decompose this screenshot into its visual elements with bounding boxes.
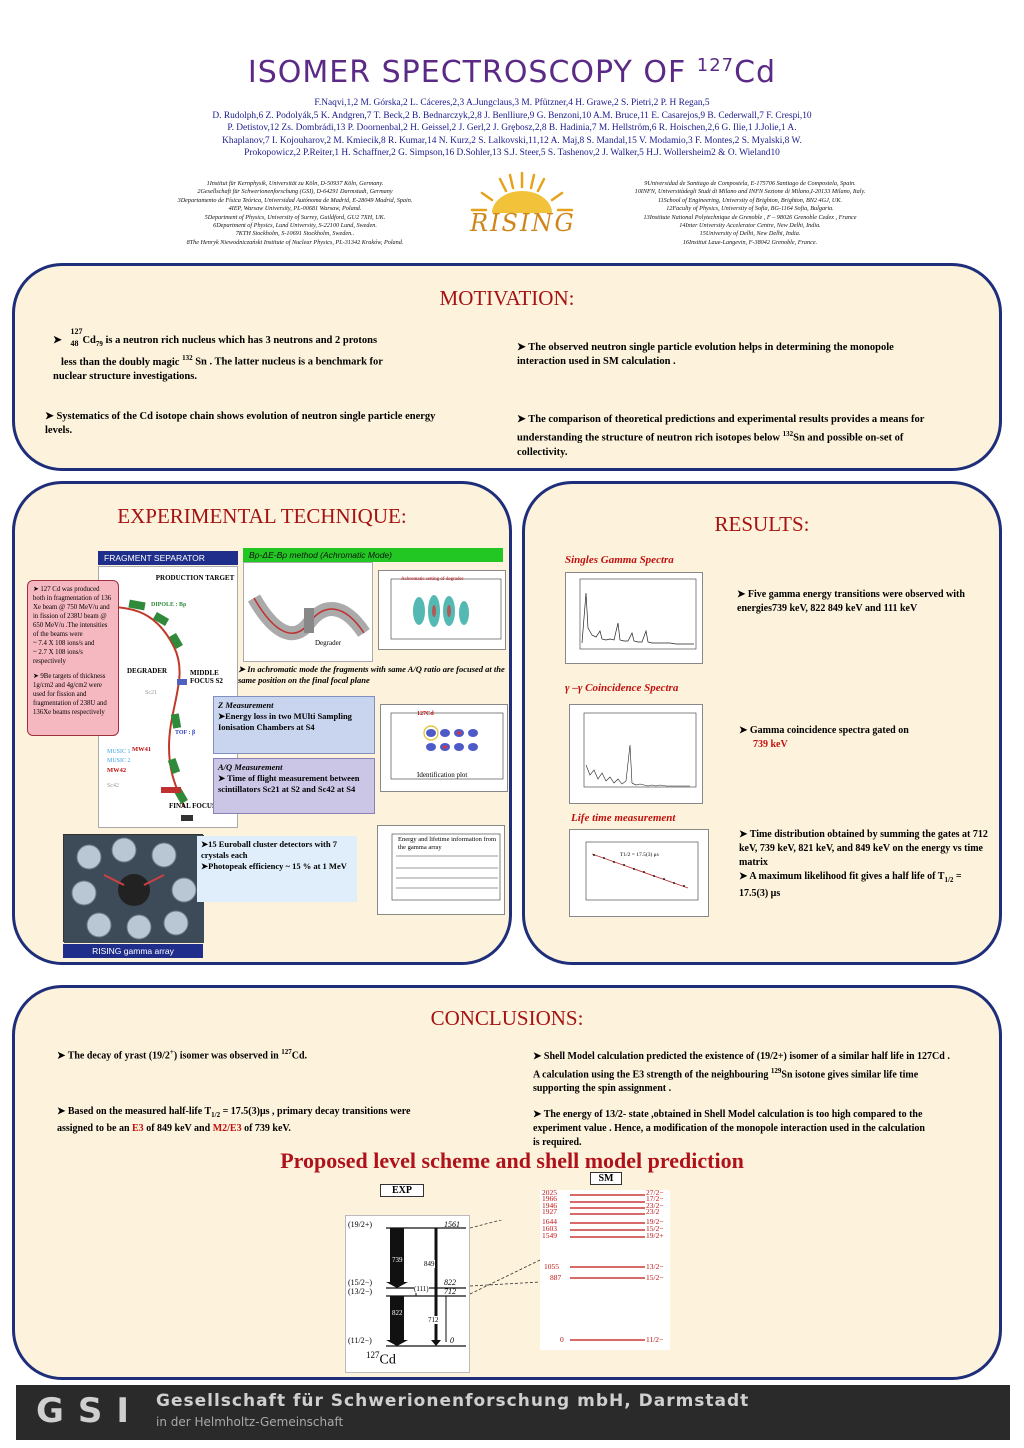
- degrader-label: DEGRADER: [127, 667, 168, 675]
- level-scheme-title: Proposed level scheme and shell model pr…: [280, 1148, 744, 1173]
- experimental-panel: EXPERIMENTAL TECHNIQUE: FRAGMENT SEPARAT…: [12, 481, 512, 965]
- motivation-bullet-4: ➤ The comparison of theoretical predicti…: [517, 414, 925, 458]
- achromatic-plot: Achromatic setting of degrader: [378, 570, 506, 650]
- energy-lifetime-note: Energy and lifetime information from the…: [398, 836, 497, 851]
- final-focus-label: FINAL FOCUS S4: [168, 802, 225, 810]
- degrader-schematic-icon: [247, 594, 370, 641]
- sm-level-scheme: 2025 1966 1946 1927 27/2− 17/2− 23/2− 23…: [540, 1188, 670, 1350]
- energy-time-plot: Energy and lifetime information from the…: [377, 825, 505, 915]
- tof-label: TOF : β: [175, 730, 196, 736]
- achromatic-note: ➤ In achromatic mode the fragments with …: [238, 664, 505, 685]
- conclusions-panel: CONCLUSIONS: ➤ The decay of yrast (19/2+…: [12, 985, 1002, 1380]
- degrader-caption: Degrader: [315, 639, 342, 647]
- results-title: RESULTS:: [714, 512, 810, 536]
- decay-curve-icon: [585, 841, 699, 901]
- music2-label: MUSIC 2: [107, 758, 131, 764]
- pid-plot-icon: [390, 712, 504, 780]
- motivation-bullet-3: ➤ The observed neutron single particle e…: [517, 342, 894, 367]
- gsi-footer: GSI Gesellschaft für Schwerionenforschun…: [16, 1385, 1010, 1440]
- production-target-label: PRODUCTION TARGET: [155, 574, 235, 582]
- music1-label: MUSIC 1: [107, 749, 131, 755]
- author-list: F.Naqvi,1,2 M. Górska,2 L. Cáceres,2,3 A…: [212, 98, 812, 159]
- z-measurement-box: Z Measurement ➤Energy loss in two MUlti …: [213, 696, 375, 754]
- sm-spins-upper: 27/2− 17/2− 23/2− 23/2: [646, 1188, 664, 1217]
- bp-method-label: Bρ-ΔE-Bρ method (Achromatic Mode): [243, 548, 503, 562]
- exp-level-scheme: (19/2+) 1561 (15/2−) 822 (13/2−) 712 (11…: [345, 1215, 470, 1373]
- motivation-title: MOTIVATION:: [439, 286, 575, 310]
- middle-focus-label: MIDDLE FOCUS S2: [190, 669, 223, 685]
- lifetime-caption: Life time measurement: [571, 812, 676, 824]
- rising-logo: RISING: [462, 165, 582, 245]
- coincidence-result-text: ➤ Gamma coincidence spectra gated on 739…: [739, 725, 909, 750]
- sm-level-scheme-icon: [570, 1194, 645, 1341]
- aq-measurement-box: A/Q Measurement ➤ Time of flight measure…: [213, 758, 375, 814]
- coincidence-spectrum-icon: [583, 712, 697, 788]
- conclusion-bullet-2: ➤ Based on the measured half-life T1/2 =…: [57, 1106, 411, 1134]
- coincidence-spectrum-plot: [569, 704, 703, 804]
- sc42-label: Sc42: [107, 783, 119, 789]
- singles-caption: Singles Gamma Spectra: [565, 554, 674, 566]
- experimental-title: EXPERIMENTAL TECHNIQUE:: [117, 504, 407, 528]
- conclusion-bullet-1: ➤ The decay of yrast (19/2+) isomer was …: [57, 1048, 308, 1062]
- poster-title: ISOMER SPECTROSCOPY OF 127Cd: [247, 55, 777, 90]
- motivation-bullet-2: ➤ Systematics of the Cd isotope chain sh…: [45, 411, 436, 436]
- singles-result-text: ➤ Five gamma energy transitions were obs…: [737, 589, 965, 614]
- frs-beamline-icon: [108, 599, 193, 821]
- conclusion-bullet-4: ➤ The energy of 13/2- state ,obtained in…: [533, 1109, 925, 1148]
- euroball-box: ➤15 Euroball cluster detectors with 7 cr…: [197, 836, 357, 902]
- gsi-name: Gesellschaft für Schwerionenforschung mb…: [156, 1391, 750, 1411]
- fragment-separator-label: FRAGMENT SEPARATOR: [98, 551, 238, 565]
- results-panel: RESULTS: Singles Gamma Spectra ➤ Five ga…: [522, 481, 1002, 965]
- achromatic-plot-icon: [390, 578, 502, 640]
- affiliations-left: 1Institut für Kernphysik, Universität zu…: [177, 180, 413, 246]
- achromatic-diagram: [243, 562, 373, 662]
- sun-icon: [470, 171, 574, 213]
- rising-array-caption: RISING gamma array: [63, 944, 203, 958]
- identification-plot: 127Cd Identification plot: [380, 704, 508, 792]
- singles-spectrum-icon: [579, 578, 697, 650]
- coincidence-caption: γ –γ Coincidence Spectra: [565, 682, 679, 694]
- detector-array-icon: [64, 835, 204, 943]
- conclusion-bullet-3: ➤ Shell Model calculation predicted the …: [533, 1051, 950, 1095]
- cd127-pid-label: 127Cd: [417, 711, 434, 717]
- lifetime-plot-label: T1/2 = 17.5(3) μs: [620, 852, 659, 858]
- level-connectors: [470, 1220, 541, 1295]
- gsi-logo: GSI: [36, 1391, 144, 1431]
- sm-energies-upper: 2025 1966 1946 1927: [542, 1188, 557, 1217]
- rising-array-photo: [63, 834, 204, 943]
- singles-spectrum-plot: [565, 572, 703, 664]
- identification-plot-caption: Identification plot: [417, 771, 468, 779]
- rising-logo-text: RISING: [470, 209, 576, 237]
- dipole-label: DIPOLE : Bρ: [151, 602, 187, 608]
- sm-energies-mid: 1644 1603 1549: [542, 1217, 557, 1240]
- gsi-subname: in der Helmholtz-Gemeinschaft: [156, 1415, 344, 1429]
- mw42-label: MW42: [107, 767, 127, 774]
- sm-spins-mid: 19/2− 15/2− 19/2+: [646, 1217, 664, 1240]
- conclusions-title: CONCLUSIONS:: [430, 1006, 584, 1030]
- mw41-label: MW41: [132, 746, 152, 753]
- lifetime-result-text: ➤ Time distribution obtained by summing …: [739, 829, 988, 899]
- sc21-label: Sc21: [145, 690, 157, 696]
- lifetime-plot: T1/2 = 17.5(3) μs: [569, 829, 709, 917]
- affiliations-right: 9Universidad de Santiago de Compostela, …: [634, 180, 866, 246]
- exp-label: EXP: [380, 1184, 424, 1197]
- sm-label: SM: [590, 1172, 622, 1185]
- beam-info-box: ➤ 127 Cd was produced both in fragmentat…: [27, 580, 119, 736]
- energy-time-matrix-icon: [391, 833, 501, 901]
